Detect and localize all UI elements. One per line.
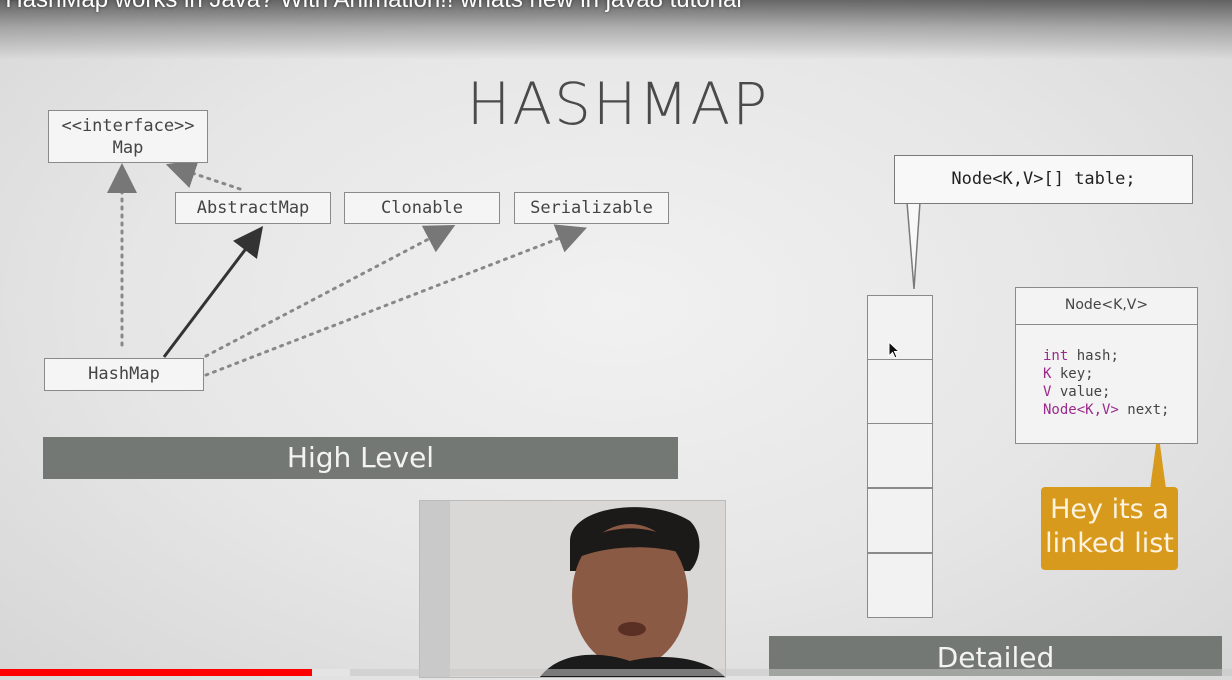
bucket-cell (867, 488, 933, 553)
node-field: int hash; (1043, 348, 1119, 364)
callout-tail (906, 201, 921, 290)
node-class-box: Node<K,V> int hash; K key; V value; Node… (1015, 287, 1198, 444)
speech-line: linked list (1045, 528, 1174, 559)
speech-tail (1150, 430, 1166, 489)
interface-map-box: <<interface>> Map (48, 110, 208, 163)
table-callout: Node<K,V>[] table; (894, 155, 1193, 204)
mouse-cursor-icon (888, 341, 901, 359)
interface-stereotype: <<interface>> (61, 116, 195, 136)
video-title[interactable]: / HashMap works in Java? With Animation!… (0, 0, 742, 14)
presenter-image (420, 501, 725, 677)
slide-title: HASHMAP (466, 70, 770, 138)
serializable-box: Serializable (514, 192, 669, 224)
arrow-hashmap-to-serializable (204, 224, 587, 377)
node-field: K key; (1043, 366, 1094, 382)
bucket-cell (867, 423, 933, 488)
node-fields: int hash; K key; V value; Node<K,V> next… (1016, 325, 1197, 419)
arrow-hashmap-to-abstractmap (162, 226, 264, 358)
interface-name: Map (112, 138, 144, 158)
speech-bubble: Hey its a linked list (1041, 487, 1178, 570)
title-overlay (0, 0, 1232, 60)
node-field: Node<K,V> next; (1043, 402, 1170, 418)
hashmap-box: HashMap (44, 358, 204, 391)
node-field: V value; (1043, 384, 1111, 400)
clonable-box: Clonable (344, 192, 500, 224)
speech-line: Hey its a (1050, 494, 1169, 525)
bucket-cell (867, 553, 933, 618)
abstractmap-box: AbstractMap (175, 192, 331, 224)
arrow-abstractmap-to-map (165, 159, 242, 191)
bucket-cell (867, 359, 933, 424)
progress-played[interactable] (0, 669, 312, 676)
high-level-bar: High Level (43, 437, 678, 479)
arrow-hashmap-to-clonable (204, 225, 456, 358)
node-header: Node<K,V> (1016, 288, 1197, 325)
webcam-overlay (419, 500, 726, 678)
progress-track[interactable] (0, 669, 1232, 676)
